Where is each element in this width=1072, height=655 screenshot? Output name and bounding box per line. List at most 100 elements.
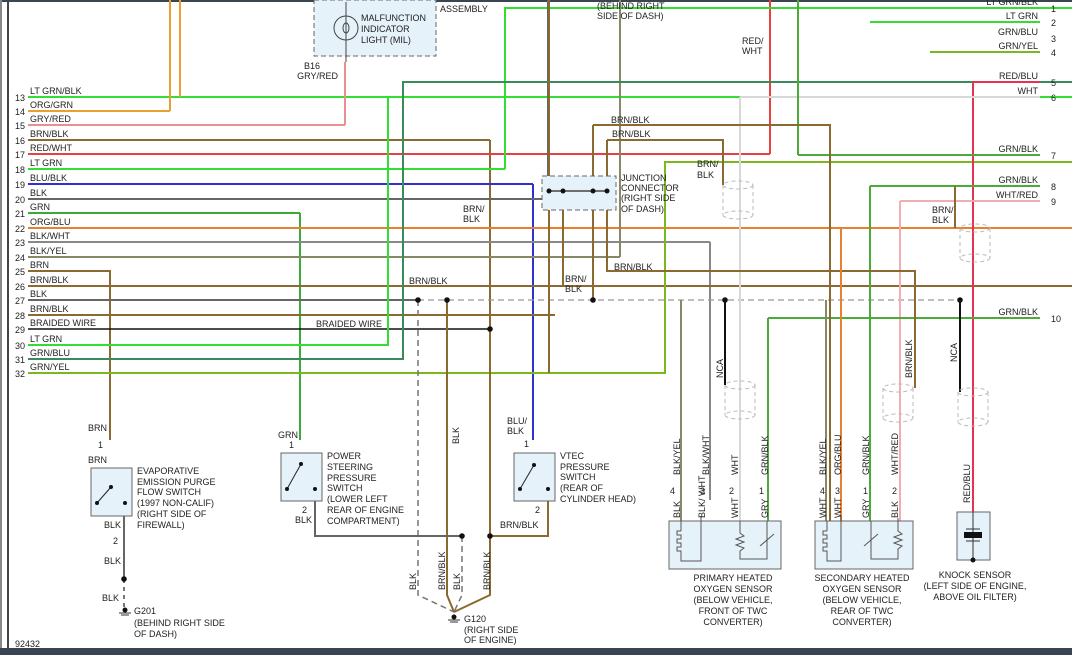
evap-wire-out2: BLK	[104, 556, 121, 566]
brn-blk-right-label-2: BLK	[932, 215, 949, 225]
vtec-label-2: PRESSURE	[560, 462, 610, 472]
g120-wire-3: BLK	[452, 573, 462, 590]
junction-bottom2-label-2: BLK	[565, 284, 582, 294]
right-pin-number: 6	[1051, 93, 1056, 103]
g120-wire-4: BRN/BLK	[482, 551, 492, 590]
left-pin-number: 15	[15, 121, 25, 131]
left-pin-wire-label: BRN/BLK	[30, 304, 69, 314]
secondary-upper-wire-1: BLK/YEL	[818, 438, 828, 475]
secondary-lower-wire-4: BLK	[890, 501, 900, 518]
left-pin-number: 17	[15, 150, 25, 160]
right-pin-number: 8	[1051, 182, 1056, 192]
secondary-upper-wire-4: WHT/RED	[890, 433, 900, 475]
left-pin-wire-label: BLK	[30, 188, 47, 198]
junction-dot	[546, 188, 552, 194]
evap-label-3: FLOW SWITCH	[137, 487, 201, 497]
wire-grn-blu-31	[28, 81, 1072, 360]
right-pin-wire-label: RED/BLU	[999, 71, 1038, 81]
vtec-label-3: SWITCH	[560, 472, 596, 482]
mil-label-2: INDICATOR	[361, 24, 410, 34]
secondary-o2-sensor: BLK/YEL ORG/BLU GRN/BLK WHT/RED 4 3 1 2 …	[814, 339, 914, 627]
junction-wire-label-2: BRN/BLK	[612, 129, 651, 139]
brn-blk-label-2: BLK	[463, 214, 480, 224]
left-pin-number: 23	[15, 238, 25, 248]
primary-lower-wire-2: BLK/ WHT	[697, 475, 707, 518]
ps-pin2: 2	[302, 505, 307, 515]
primary-label-3: (BELOW VEHICLE,	[693, 595, 772, 605]
red-wht-label-2: WHT	[742, 46, 763, 56]
left-pin-wire-label: BLK/YEL	[30, 246, 67, 256]
secondary-pin-3: 3	[835, 486, 840, 496]
junction-dot	[560, 188, 566, 194]
left-pin-wire-label: LT GRN	[30, 158, 62, 168]
braided-wire-label: BRAIDED WIRE	[316, 319, 382, 329]
right-pin-number: 4	[1051, 48, 1056, 58]
left-pin-number: 19	[15, 180, 25, 190]
junction-wire-label-1: BRN/BLK	[611, 115, 650, 125]
splice-dot	[415, 297, 421, 303]
knock-sensor: RED/BLU NCA KNOCK SENSOR (LEFT SIDE OF E…	[924, 343, 1027, 602]
assembly-label: ASSEMBLY	[440, 4, 488, 14]
right-pin-wire-label: LT GRN	[1006, 11, 1038, 21]
diagram-id: 92432	[15, 639, 40, 648]
left-pin-number: 27	[15, 296, 25, 306]
switch-blade-icon	[96, 486, 112, 504]
left-pin-wire-label: BRN	[30, 260, 49, 270]
junction-box	[541, 175, 617, 211]
evap-label-5: (RIGHT SIDE OF	[137, 509, 207, 519]
primary-lower-wire-4: GRY	[760, 499, 770, 518]
evap-wire-out3: BLK	[102, 593, 119, 603]
right-pin-number: 1	[1051, 4, 1056, 14]
right-pin-number: 10	[1051, 314, 1061, 324]
right-pin-number: 5	[1051, 78, 1056, 88]
junction-dot	[590, 188, 596, 194]
knock-wire-label: RED/BLU	[962, 464, 972, 503]
left-pin-number: 20	[15, 195, 25, 205]
junction-dot	[604, 188, 610, 194]
mil-pin-label: B16	[304, 61, 320, 71]
vtec-pin2: 2	[535, 505, 540, 515]
right-pin-wire-label: GRN/BLK	[998, 175, 1038, 185]
switch-blade-icon	[286, 463, 302, 490]
left-pin-number: 24	[15, 253, 25, 263]
secondary-pin-4: 4	[820, 486, 825, 496]
vtec-wire-out: BRN/BLK	[500, 520, 539, 530]
g201-loc-2: OF DASH)	[134, 629, 177, 639]
ps-label-2: STEERING	[327, 462, 373, 472]
evap-switch: BRN 1 BRN BLK 2 BLK BLK EVAPORATIVE EMIS…	[88, 423, 225, 639]
vtec-label-4: (REAR OF	[560, 483, 604, 493]
splice-dot	[957, 297, 963, 303]
knock-nca-label: NCA	[949, 343, 959, 362]
secondary-brn-blk-label: BRN/BLK	[904, 339, 914, 378]
secondary-lower-wire-3: GRY	[861, 499, 871, 518]
left-pin-wire-label: ORG/BLU	[30, 217, 71, 227]
left-pin-wire-label: LT GRN/BLK	[30, 86, 82, 96]
g120-label: G120	[464, 614, 486, 624]
wire-ps-blk	[314, 501, 462, 537]
heater-icon	[676, 516, 702, 562]
left-pin-wire-label: BLU/BLK	[30, 173, 67, 183]
primary-lower-wire-1: BLK	[672, 501, 682, 518]
right-pin-wire-label: GRN/BLK	[998, 307, 1038, 317]
resistor-icon	[734, 521, 768, 560]
junction-label-1: JUNCTION	[621, 173, 667, 183]
evap-label-6: FIREWALL)	[137, 520, 185, 530]
evap-pin2: 2	[113, 536, 118, 546]
primary-pin-1: 1	[759, 486, 764, 496]
ps-wire-out: BLK	[295, 515, 312, 525]
left-pin-number: 32	[15, 369, 25, 379]
splice-dot	[590, 297, 596, 303]
primary-label-5: CONVERTER)	[703, 617, 762, 627]
red-wht-label-1: RED/	[742, 36, 764, 46]
window-top-border	[0, 0, 1072, 2]
left-pin-number: 13	[15, 93, 25, 103]
left-pin-wire-label: RED/WHT	[30, 143, 72, 153]
right-pin-number: 9	[1051, 197, 1056, 207]
vtec-label-5: CYLINDER HEAD)	[560, 494, 636, 504]
primary-nca-label: NCA	[715, 359, 725, 378]
primary-pin-3: 3	[700, 486, 705, 496]
primary-label-2: OXYGEN SENSOR	[693, 584, 773, 594]
left-pin-wire-label: ORG/GRN	[30, 100, 73, 110]
brn-blk-mid-label: BRN/BLK	[409, 276, 448, 286]
